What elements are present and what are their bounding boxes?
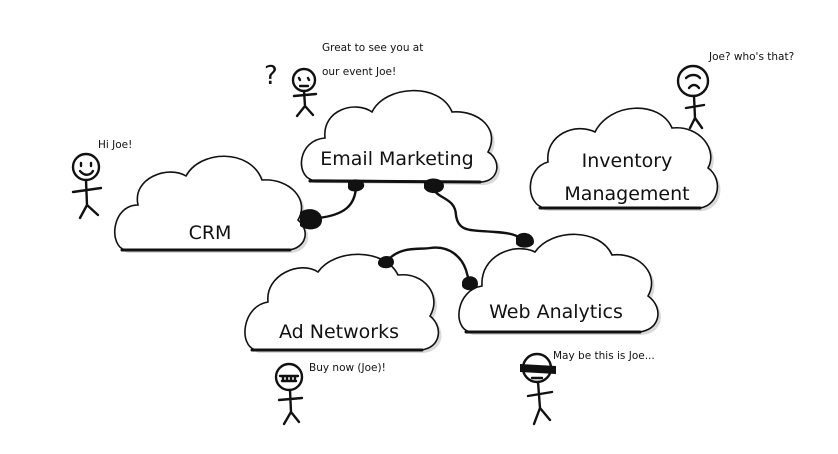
cloud-label-inventory-1: Inventory [582,150,673,172]
cable-crm-email [316,185,358,220]
speech-maybe: May be this is Joe... [553,350,655,362]
plug-crm [300,209,322,230]
stick-figure-happy [71,152,103,220]
stick-figure-masked [520,352,556,426]
cloud-label-inventory-2: Management [564,183,689,205]
cloud-crm: CRM [113,155,309,254]
speech-hi-joe: Hi Joe! [98,139,132,151]
stick-figure-confused: ? [264,61,318,118]
plug-web-top [516,232,534,248]
cloud-label-web: Web Analytics [489,301,623,323]
cloud-ad-networks: Ad Networks [244,253,442,354]
cloud-web-analytics: Web Analytics [458,233,661,336]
cloud-label-email: Email Marketing [320,148,473,170]
speech-top-line1: Great to see you at [322,42,423,54]
stick-figure-sad [676,64,710,130]
cloud-email-marketing: Email Marketing [300,89,500,186]
cloud-inventory: Inventory Management [529,107,721,212]
plug-email-left [348,179,365,192]
speech-top-line2: our event Joe! [322,66,396,78]
plug-ad [378,256,394,269]
plug-email-right [424,178,444,194]
question-mark: ? [264,61,278,91]
stick-figure-ad [274,362,304,426]
cable-email-web [430,186,524,242]
cloud-label-crm: CRM [189,222,232,244]
speech-buy-now: Buy now (Joe)! [309,362,386,374]
cloud-label-ad: Ad Networks [279,321,399,343]
speech-whos-that: Joe? who's that? [708,51,794,63]
plug-web-left [462,276,478,291]
